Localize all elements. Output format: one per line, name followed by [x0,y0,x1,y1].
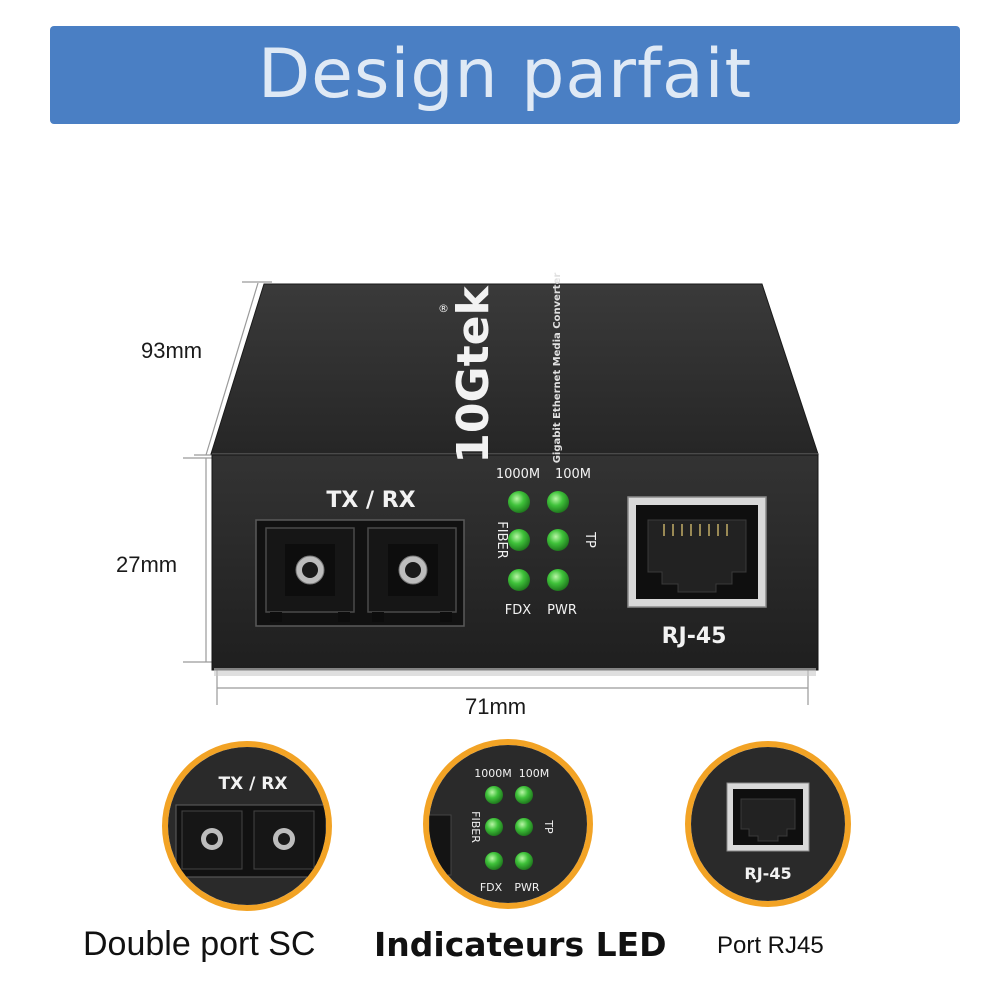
title-banner: Design parfait [50,26,960,124]
closeup-led-label-fiber: FIBER [469,811,482,843]
led-label-1000m: 1000M [496,467,540,482]
caption-led-indicators: Indicateurs LED [374,925,667,964]
caption-sc-ports: Double port SC [83,925,316,963]
depth-dimension-label: 93mm [141,338,203,363]
led-label-pwr: PWR [547,603,577,618]
registered-mark: ® [438,302,449,315]
banner-title: Design parfait [257,35,753,114]
width-dimension-label: 71mm [465,694,527,719]
sc-port-label: TX / RX [326,488,415,513]
led-indicators: 1000M 100M FIBER TP FDX PWR [494,467,597,618]
sc-duplex-port: TX / RX [255,488,465,627]
led-closeup: 1000M 100M FIBER TP FDX PWR [423,739,593,909]
led-fiber [508,529,530,551]
led-label-tp: TP [582,531,597,548]
led-1000m [508,491,530,513]
led-label-fiber: FIBER [494,521,509,558]
led-label-100m: 100M [555,467,591,482]
media-converter-illustration: 10Gtek ® Gigabit Ethernet Media Converte… [183,273,819,705]
closeup-led-label-fdx: FDX [480,881,503,894]
closeup-rj45-label: RJ-45 [744,864,791,883]
led-tp [547,529,569,551]
height-dimension-label: 27mm [116,552,178,577]
brand-logo: 10Gtek [448,285,499,464]
rj45-closeup: RJ-45 [685,741,851,907]
closeup-led-label-pwr: PWR [514,881,540,894]
sc-port-closeup: TX / RX [162,741,332,911]
rj45-port: RJ-45 [627,496,767,649]
closeup-led-label-1000m: 1000M [474,767,512,780]
led-100m [547,491,569,513]
led-pwr [547,569,569,591]
caption-rj45-port: Port RJ45 [717,932,824,959]
dimension-lines [183,281,809,705]
device-subtitle: Gigabit Ethernet Media Converter [552,273,563,464]
closeup-sc-label: TX / RX [219,774,288,794]
closeup-led-label-100m: 100M [519,767,550,780]
closeup-led-label-tp: TP [542,819,555,834]
rj45-label: RJ-45 [662,624,727,649]
led-fdx [508,569,530,591]
led-label-fdx: FDX [505,603,531,618]
